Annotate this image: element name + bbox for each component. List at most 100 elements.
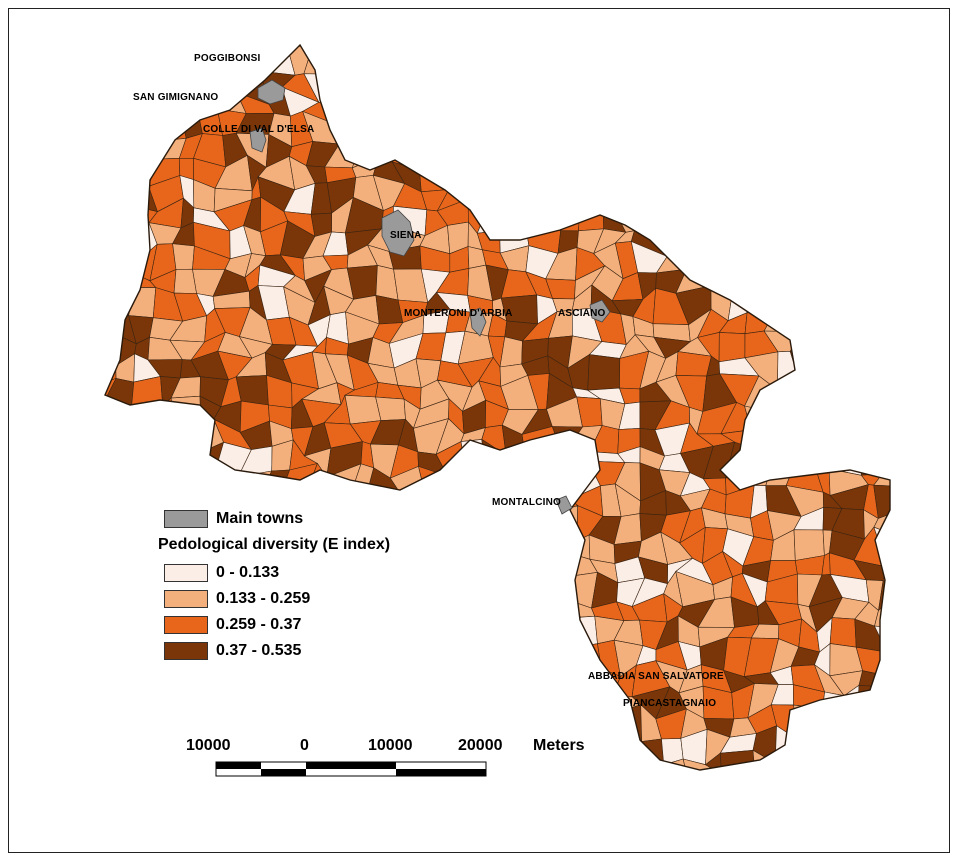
legend-class-2: 0.133 - 0.259 [164,590,310,608]
diversity-polygon [873,56,890,72]
diversity-polygon [655,799,688,827]
diversity-polygon [614,157,648,188]
diversity-polygon [286,684,320,720]
diversity-polygon [212,688,241,715]
diversity-polygon [876,659,890,689]
diversity-polygon [434,664,474,700]
diversity-polygon [702,799,724,815]
diversity-polygon [565,450,590,470]
diversity-polygon [809,209,844,236]
diversity-polygon [549,669,580,694]
diversity-polygon [366,705,404,734]
diversity-polygon [815,286,847,319]
diversity-polygon [769,773,788,803]
diversity-polygon [333,659,361,688]
diversity-polygon [507,465,527,498]
diversity-polygon [687,178,713,203]
diversity-polygon [830,794,865,828]
label-siena: SIENA [390,230,422,241]
diversity-polygon [105,284,119,319]
diversity-polygon [448,153,473,190]
diversity-polygon [462,775,493,802]
diversity-polygon [899,227,928,256]
diversity-polygon [502,548,540,575]
town-asciano-area [589,299,611,323]
diversity-polygon [105,242,110,272]
diversity-polygon [135,136,158,160]
diversity-polygon [882,562,890,585]
diversity-polygon [530,772,557,802]
diversity-polygon [437,88,457,120]
diversity-polygon [531,154,549,193]
diversity-polygon [573,534,591,560]
diversity-polygon [873,484,890,519]
diversity-polygon [419,512,449,536]
diversity-polygon [719,774,756,803]
diversity-polygon [900,681,933,708]
diversity-polygon [389,507,425,533]
diversity-polygon [903,661,934,689]
diversity-polygon [613,738,643,764]
diversity-polygon [768,762,795,770]
diversity-polygon [105,750,119,770]
diversity-polygon [146,760,182,770]
diversity-polygon [323,45,357,52]
diversity-polygon [480,53,508,79]
diversity-polygon [874,264,890,298]
diversity-polygon [344,108,386,145]
diversity-polygon [744,405,777,431]
diversity-polygon [746,246,780,275]
diversity-polygon [637,113,671,141]
diversity-polygon [419,730,444,758]
diversity-polygon [105,246,144,278]
diversity-polygon [835,51,862,74]
diversity-polygon [507,802,534,825]
diversity-polygon [128,287,157,319]
diversity-polygon [709,45,733,50]
diversity-polygon [701,141,729,167]
diversity-polygon [423,528,448,563]
diversity-polygon [548,707,578,741]
diversity-polygon [335,712,361,743]
diversity-polygon [105,508,120,543]
diversity-polygon [516,769,539,770]
diversity-polygon [579,45,598,59]
diversity-polygon [527,573,556,606]
diversity-polygon [371,93,407,128]
diversity-polygon [680,94,716,124]
diversity-polygon [500,89,524,122]
main-towns-layer [249,79,611,515]
diversity-polygon [589,161,620,188]
diversity-polygon [641,174,658,211]
diversity-polygon [817,756,836,770]
diversity-polygon [124,680,164,715]
diversity-polygon [237,683,273,716]
diversity-polygon [169,687,209,709]
diversity-polygon [900,703,932,739]
diversity-polygon [455,532,492,567]
diversity-polygon [829,617,857,648]
diversity-polygon [464,53,484,79]
diversity-polygon [523,707,552,738]
town-colle-area [249,127,267,153]
diversity-polygon [455,91,490,127]
legend-main-towns-label: Main towns [216,510,304,527]
diversity-polygon [835,732,855,766]
diversity-polygon [553,615,582,649]
diversity-polygon [235,375,269,406]
diversity-polygon [896,71,935,101]
diversity-polygon [808,727,838,760]
diversity-polygon [437,775,469,800]
diversity-polygon [132,45,160,56]
diversity-polygon [332,97,352,126]
legend-title: Pedological diversity (E index) [158,536,391,553]
diversity-polygon [237,669,273,690]
diversity-polygon [785,121,815,147]
diversity-polygon [745,448,774,479]
diversity-polygon [863,179,887,216]
diversity-polygon [813,439,842,470]
diversity-polygon [722,142,760,167]
diversity-polygon [105,169,116,188]
diversity-polygon [346,553,378,584]
town-montalcino-area [555,495,573,515]
